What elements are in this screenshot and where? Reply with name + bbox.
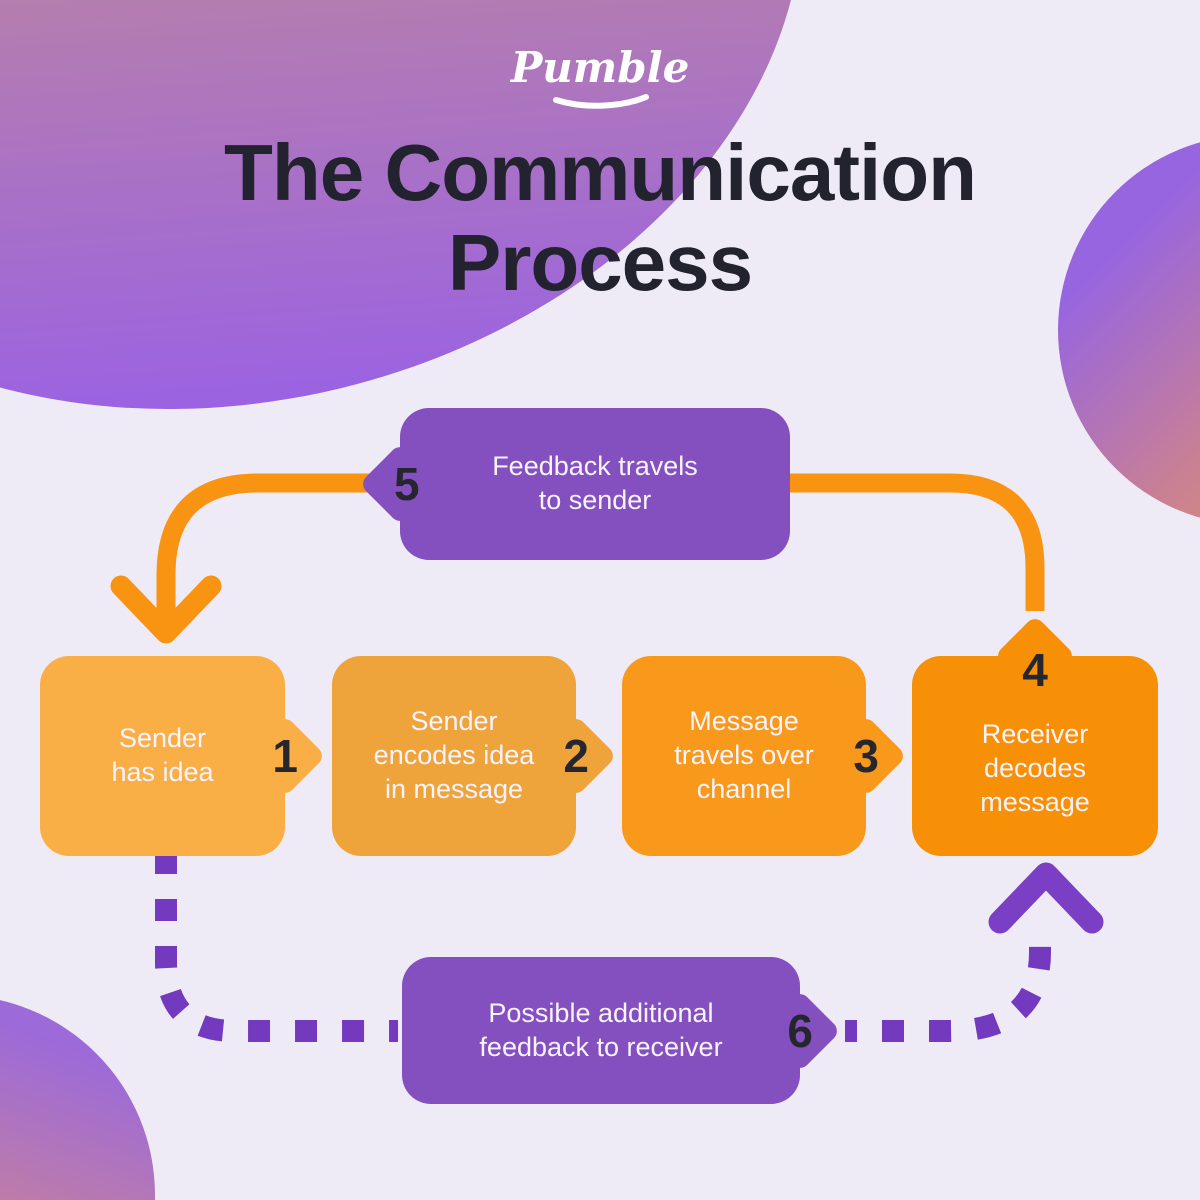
dotted-6-to-4 [845,940,1051,1042]
step-box-1-sender-has-idea: Sender has idea 1 [40,656,327,856]
connector-4-to-5 [790,473,1045,611]
step-number-5: 5 [394,458,420,510]
step-number-4: 4 [1022,644,1048,696]
page-title: The Communication Process [224,128,977,307]
step-box-4-label: Receiver decodes message [980,719,1090,817]
step-box-5-label: Feedback travels to sender [492,451,698,515]
step-box-2-label: Sender encodes idea in message [373,706,535,804]
step-box-3-message-travels: Message travels over channel 3 [622,656,908,856]
step-number-2: 2 [563,730,589,782]
step-box-5-feedback-to-sender: Feedback travels to sender 5 [358,408,790,560]
step-box-4-receiver-decodes: Receiver decodes message 4 [912,614,1158,856]
step-box-6-additional-feedback: Possible additional feedback to receiver… [402,957,842,1104]
pumble-logo-text: Pumble [510,43,690,92]
logo-underline-swoosh [553,94,649,109]
dotted-arrow-6-to-4-head [988,862,1104,934]
step-number-1: 1 [272,730,298,782]
step-number-3: 3 [853,730,879,782]
dotted-1-to-6 [155,852,398,1042]
step-box-6-label: Possible additional feedback to receiver [479,997,723,1062]
pumble-logo: Pumble [510,43,690,109]
step-box-2-sender-encodes: Sender encodes idea in message 2 [332,656,618,856]
arrow-5-to-1-head [110,575,222,644]
arrow-5-to-1-shaft [156,473,415,636]
step-box-3-label: Message travels over channel [674,706,814,804]
step-box-1-label: Sender has idea [111,723,214,787]
step-number-6: 6 [787,1004,813,1057]
